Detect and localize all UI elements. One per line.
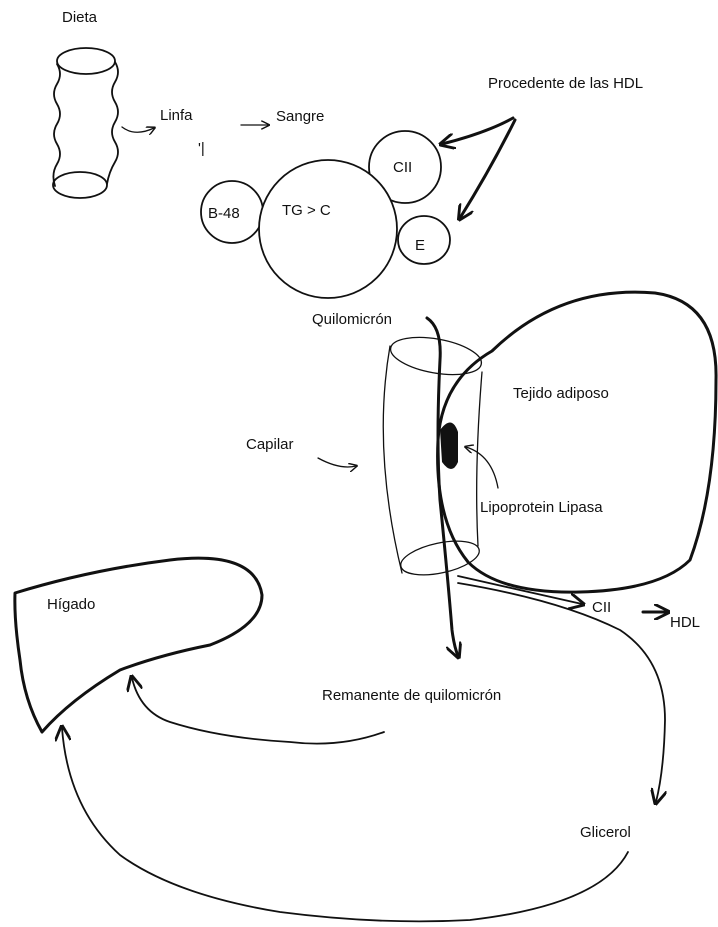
arrow-quilomicron-through-capillary — [427, 318, 458, 656]
label-b48: B-48 — [208, 205, 240, 222]
label-glicerol: Glicerol — [580, 824, 631, 841]
label-capilar: Capilar — [246, 436, 294, 453]
label-cii-bottom: CII — [592, 599, 611, 616]
scribble-mark: '| — [198, 140, 205, 157]
triglyceride-core-circle — [259, 160, 397, 298]
label-cii-top: CII — [393, 159, 412, 176]
arrow-hdl-to-cii — [442, 118, 513, 144]
adipose-tissue-outline — [438, 292, 716, 592]
label-tejido-adiposo: Tejido adiposo — [513, 385, 609, 402]
label-sangre: Sangre — [276, 108, 324, 125]
label-quilomicron: Quilomicrón — [312, 311, 392, 328]
label-tg-c: TG > C — [282, 202, 331, 219]
label-remanente: Remanente de quilomicrón — [322, 687, 501, 704]
lipoprotein-lipase-blob — [440, 422, 458, 469]
arrow-to-lipase — [466, 447, 498, 488]
label-linfa: Linfa — [160, 107, 193, 124]
liver-outline — [15, 558, 262, 732]
arrow-to-cii — [458, 576, 582, 604]
label-e: E — [415, 237, 425, 254]
label-higado: Hígado — [47, 596, 95, 613]
arrow-hdl-to-e — [460, 120, 515, 218]
intestine-tube — [53, 48, 118, 198]
label-lipoprotein-lipasa: Lipoprotein Lipasa — [480, 499, 603, 516]
label-hdl: HDL — [670, 614, 700, 631]
label-dieta: Dieta — [62, 9, 98, 26]
arrow-intestine-to-linfa — [122, 127, 154, 132]
label-procedente-hdl: Procedente de las HDL — [488, 75, 643, 92]
arrow-capilar — [318, 458, 356, 467]
arrow-glicerol-to-higado — [62, 728, 628, 921]
